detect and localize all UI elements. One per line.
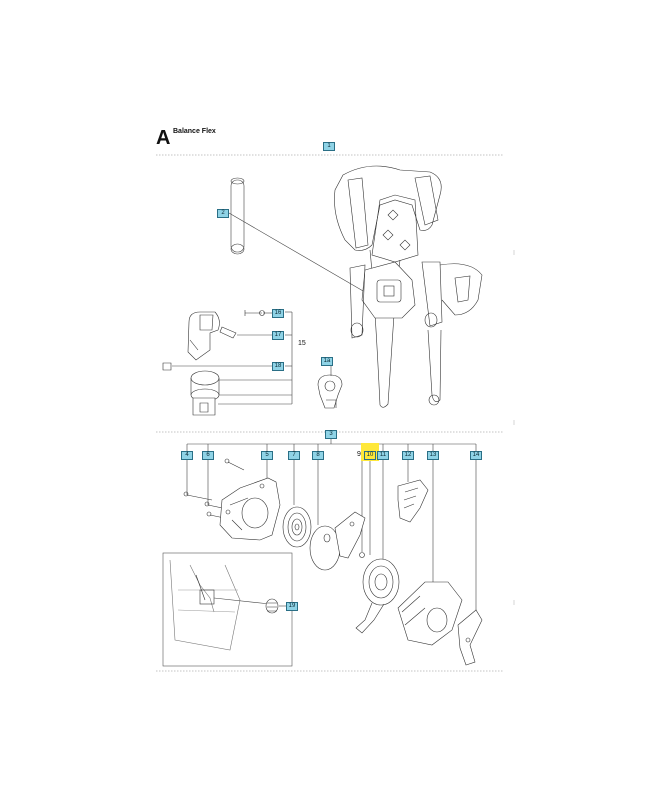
screw-part-10	[359, 552, 365, 558]
callout-5[interactable]: 5	[261, 451, 273, 460]
section-title: Balance Flex	[173, 128, 216, 135]
cover-part-13	[397, 581, 463, 646]
handle-part-12	[397, 479, 429, 523]
callout-2[interactable]: 2	[217, 209, 229, 218]
inset-detail	[162, 552, 293, 667]
callout-19[interactable]: 19	[286, 602, 298, 611]
callout-17[interactable]: 17	[272, 331, 284, 340]
callout-9[interactable]: 9	[357, 451, 361, 458]
group-3-leaders	[186, 460, 477, 620]
callout-18[interactable]: 18	[272, 362, 284, 371]
clamp-leaders	[172, 311, 293, 405]
clip-part-14	[457, 609, 483, 666]
callout-16[interactable]: 16	[272, 309, 284, 318]
tube-part-2	[230, 177, 245, 255]
callout-7[interactable]: 7	[288, 451, 300, 460]
callout-12[interactable]: 12	[402, 451, 414, 460]
callout-4[interactable]: 4	[181, 451, 193, 460]
disc-part-8	[309, 525, 341, 571]
callout-13[interactable]: 13	[427, 451, 439, 460]
harness-body	[334, 165, 483, 408]
callout-10[interactable]: 10	[364, 451, 376, 460]
callout-11[interactable]: 11	[377, 451, 389, 460]
reel-part-11	[355, 558, 400, 634]
callout-1[interactable]: 1	[323, 142, 335, 151]
housing-part-5	[219, 477, 281, 541]
callout-14[interactable]: 14	[470, 451, 482, 460]
lever-part-9	[334, 511, 366, 559]
part-1a	[317, 374, 343, 409]
leader-2	[228, 212, 371, 296]
callout-3[interactable]: 3	[325, 430, 337, 439]
callout-1a[interactable]: 1a	[321, 357, 333, 366]
section-letter: A	[156, 127, 171, 149]
spring-part-7	[282, 506, 312, 548]
callout-6[interactable]: 6	[202, 451, 214, 460]
clamp-assembly	[162, 310, 265, 416]
callout-15[interactable]: 15	[298, 340, 306, 347]
callout-8[interactable]: 8	[312, 451, 324, 460]
